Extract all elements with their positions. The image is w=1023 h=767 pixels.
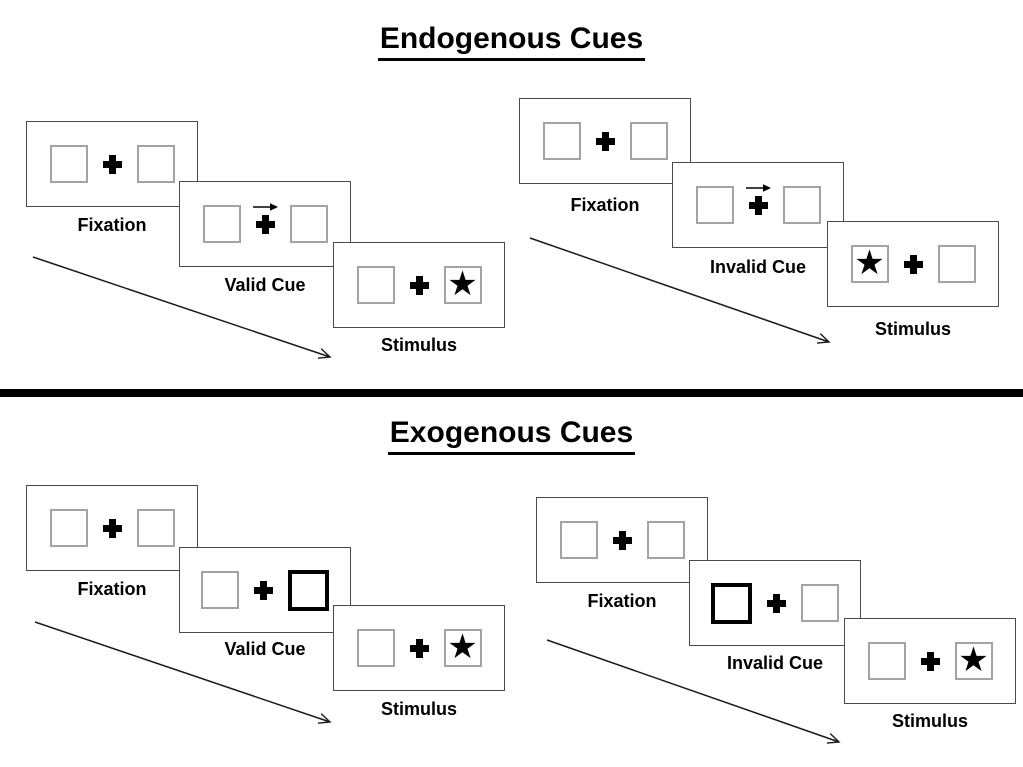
left-box — [201, 571, 239, 609]
left-box — [202, 205, 241, 243]
fixation-cross-icon — [102, 154, 122, 174]
time-arrow-endogenous-invalid — [529, 237, 831, 344]
stimulus-panel: ★ — [827, 221, 999, 307]
left-box — [49, 509, 88, 547]
right-box: ★ — [443, 265, 482, 304]
right-box — [937, 245, 976, 283]
fixation-cross-icon — [409, 275, 429, 295]
fixation-point — [102, 486, 122, 570]
fixation-point — [746, 163, 772, 247]
star-icon: ★ — [958, 641, 989, 679]
fixation-point — [920, 619, 940, 703]
fixation-point — [767, 561, 786, 645]
right-box: ★ — [954, 641, 993, 680]
fixation-cross-icon — [595, 131, 615, 151]
star-icon: ★ — [854, 244, 885, 282]
section-title-endogenous-text: Endogenous Cues — [377, 22, 646, 61]
fixation-point — [102, 122, 122, 206]
fixation-panel — [26, 485, 198, 571]
cue-arrow-icon — [253, 203, 279, 211]
fixation-panel — [536, 497, 708, 583]
section-title-endogenous: Endogenous Cues — [0, 22, 1023, 61]
fixation-cross-icon — [255, 214, 275, 234]
fixation-point — [253, 182, 279, 266]
left-box: ★ — [850, 244, 889, 283]
fixation-cross-icon — [612, 530, 632, 550]
cue-arrow-icon — [746, 184, 772, 192]
panel-label-stimulus: Stimulus — [874, 319, 951, 339]
fixation-point — [409, 606, 429, 690]
fixation-point — [903, 222, 923, 306]
left-box — [356, 266, 395, 304]
fixation-point — [254, 548, 273, 632]
fixation-cross-icon — [748, 195, 768, 215]
stimulus-panel: ★ — [333, 242, 505, 328]
fixation-cross-icon — [920, 651, 940, 671]
time-arrow-endogenous-valid — [32, 256, 332, 359]
panel-label-stimulus: Stimulus — [891, 711, 968, 731]
fixation-point — [595, 99, 615, 183]
fixation-cross-icon — [903, 254, 923, 274]
right-box — [782, 186, 821, 224]
fixation-panel — [26, 121, 198, 207]
section-title-exogenous: Exogenous Cues — [0, 416, 1023, 455]
time-arrow-exogenous-valid — [34, 621, 332, 724]
left-box-cued — [711, 582, 752, 624]
cue-panel — [179, 181, 351, 267]
panel-label-fixation: Fixation — [77, 579, 147, 599]
fixation-panel — [519, 98, 691, 184]
right-box — [646, 521, 685, 559]
right-box — [136, 145, 175, 183]
fixation-cross-icon — [767, 593, 786, 613]
stimulus-panel: ★ — [844, 618, 1016, 704]
panel-label-fixation: Fixation — [587, 591, 657, 611]
left-box — [559, 521, 598, 559]
panel-label-cue: Invalid Cue — [726, 653, 824, 673]
left-box — [695, 186, 734, 224]
right-box: ★ — [443, 628, 482, 667]
right-box — [289, 205, 328, 243]
fixation-cross-icon — [409, 638, 429, 658]
right-box — [801, 584, 839, 622]
panel-label-fixation: Fixation — [77, 215, 147, 235]
star-icon: ★ — [447, 628, 478, 666]
right-box-cued — [288, 569, 329, 611]
left-box — [542, 122, 581, 160]
cue-panel — [689, 560, 861, 646]
fixation-point — [409, 243, 429, 327]
panel-label-stimulus: Stimulus — [380, 335, 457, 355]
panel-label-fixation: Fixation — [570, 195, 640, 215]
section-divider — [0, 389, 1023, 397]
cue-panel — [672, 162, 844, 248]
panel-label-cue: Valid Cue — [224, 275, 306, 295]
section-title-exogenous-text: Exogenous Cues — [387, 416, 636, 455]
right-box — [629, 122, 668, 160]
left-box — [356, 629, 395, 667]
fixation-point — [612, 498, 632, 582]
fixation-cross-icon — [102, 518, 122, 538]
stimulus-panel: ★ — [333, 605, 505, 691]
left-box — [49, 145, 88, 183]
right-box — [136, 509, 175, 547]
panel-label-cue: Invalid Cue — [709, 257, 807, 277]
fixation-cross-icon — [254, 580, 273, 600]
panel-label-cue: Valid Cue — [224, 639, 306, 659]
cue-panel — [179, 547, 351, 633]
panel-label-stimulus: Stimulus — [380, 699, 457, 719]
left-box — [867, 642, 906, 680]
star-icon: ★ — [447, 265, 478, 303]
